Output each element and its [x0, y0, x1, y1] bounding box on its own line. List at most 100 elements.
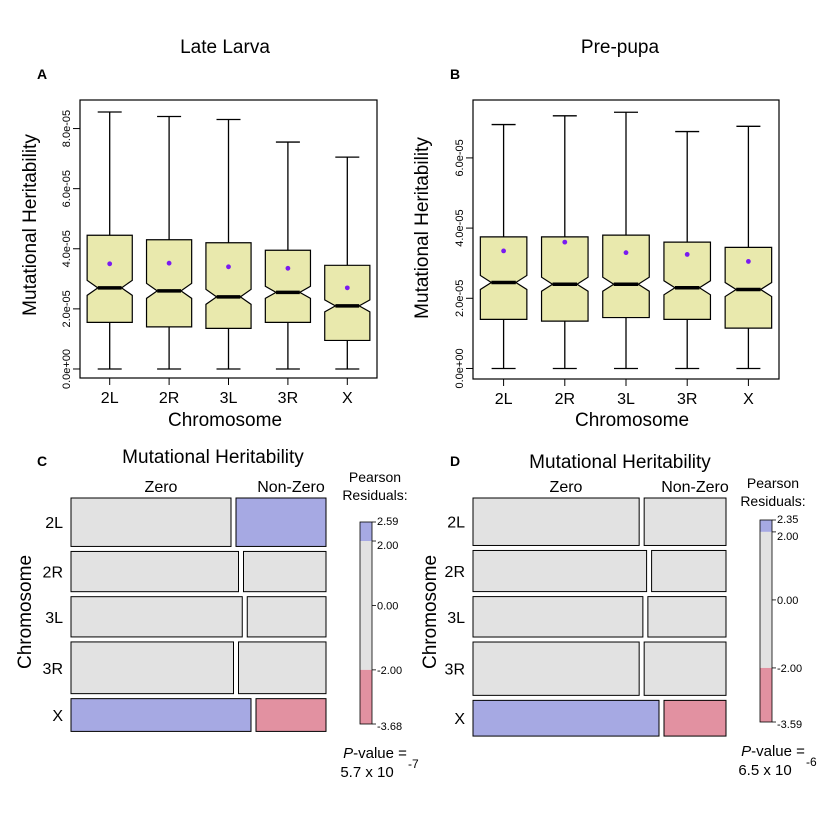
- panel-d-row-label: 3L: [447, 610, 465, 627]
- panel-d-legend-band-neutral: [760, 531, 772, 668]
- panel-a-xtick-label: X: [342, 390, 353, 407]
- panel-b: Pre-pupa B Chromosome Mutational Heritab…: [412, 37, 780, 431]
- panel-b-title: Pre-pupa: [581, 37, 660, 58]
- panel-a-ytick-label: 4.0e-05: [61, 230, 73, 267]
- panel-d-row-label: 3R: [445, 662, 465, 679]
- panel-b-ylabel: Mutational Heritability: [412, 137, 433, 319]
- panel-c-legend-tick-label: 2.59: [377, 516, 398, 528]
- panel-c-row-label: 3L: [45, 610, 63, 627]
- panel-d-legend-title-line1: Pearson: [747, 475, 799, 491]
- panel-b-ytick-label: 2.0e-05: [454, 280, 466, 317]
- panel-a-xtick-label: 3L: [220, 390, 238, 407]
- panel-a-box: [145, 239, 193, 328]
- panel-c-pvalue-line1: P-value =: [343, 745, 407, 762]
- panel-c-legend-tick-label: 2.00: [377, 540, 398, 552]
- panel-d-tile-nonzero: [651, 549, 727, 593]
- panel-a-ylabel: Mutational Heritability: [20, 134, 41, 316]
- panel-c-row-label: 2L: [45, 515, 63, 532]
- panel-a-mean-dot: [344, 285, 350, 291]
- panel-a-xlabel: Chromosome: [168, 410, 282, 431]
- panel-a-ytick-label: 2.0e-05: [61, 290, 73, 327]
- panel-a-xtick-label: 2R: [159, 390, 179, 407]
- panel-c-legend-title-line1: Pearson: [349, 469, 401, 485]
- panel-a-mean-dot: [285, 265, 291, 271]
- panel-c-tile-zero: [70, 641, 234, 695]
- panel-a-xtick-label: 2L: [101, 390, 119, 407]
- panel-d-legend-title-line2: Residuals:: [740, 493, 805, 509]
- panel-d-legend-tick-label: 0.00: [777, 595, 798, 607]
- panel-c-legend-band-neutral: [360, 541, 372, 670]
- panel-b-xtick-label: 3L: [617, 391, 635, 408]
- panel-d-mosaic: Zero Non-Zero 2L 2R 3L 3R X: [445, 479, 729, 737]
- panel-b-xtick-label: X: [743, 391, 754, 408]
- panel-d-legend-tick-label: -3.59: [777, 719, 802, 731]
- panel-d-column-header-zero: Zero: [550, 479, 583, 496]
- panel-d-legend-tick-label: 2.35: [777, 514, 798, 526]
- panel-a: Late Larva A Chromosome Mutational Herit…: [20, 37, 378, 431]
- panel-b-mean-dot: [684, 252, 690, 257]
- panel-b-mean-dot: [501, 248, 506, 254]
- panel-d-legend-band-positive: [760, 520, 772, 532]
- panel-a-box: [324, 264, 371, 342]
- panel-d-row-label: 2R: [445, 564, 465, 581]
- panel-a-box: [86, 234, 133, 323]
- panel-d-pvalue-line1: P-value =: [741, 743, 805, 760]
- panel-c-legend-tick-label: -2.00: [377, 665, 402, 677]
- panel-c-pvalue-exponent: -7: [408, 757, 419, 771]
- panel-b-box: [663, 241, 712, 320]
- panel-c-letter: C: [37, 453, 47, 469]
- panel-c-legend-tick-label: 0.00: [377, 600, 398, 612]
- panel-a-ytick-label: 6.0e-05: [61, 170, 73, 207]
- panel-d-legend-tick-label: -2.00: [777, 663, 802, 675]
- panel-c-legend-band-negative: [360, 669, 372, 724]
- panel-c-legend-frame: [359, 521, 373, 725]
- panel-c-tile-zero: [70, 497, 232, 547]
- panel-c-tile-zero: [70, 698, 252, 732]
- panel-c-row-label: X: [52, 708, 63, 725]
- panel-d-tile-zero: [472, 549, 648, 593]
- panel-a-mean-dot: [107, 261, 113, 267]
- panel-c-pvalue-line2: 5.7 x 10: [340, 764, 393, 781]
- panel-c-tile-nonzero: [246, 596, 327, 638]
- panel-a-mean-dot: [166, 260, 172, 266]
- panel-c-tile-nonzero: [255, 698, 327, 732]
- panel-b-box: [540, 236, 589, 322]
- panel-a-box: [264, 249, 312, 323]
- panel-d-row-label: X: [454, 711, 465, 728]
- panel-c-legend-band-positive: [360, 522, 372, 542]
- panel-a-box: [205, 242, 252, 330]
- panel-b-mean-dot: [746, 259, 751, 264]
- panel-b-box: [479, 236, 528, 320]
- panel-c-column-header-nonzero: Non-Zero: [257, 479, 325, 496]
- panel-c-legend-tick-label: -3.68: [377, 721, 402, 733]
- panel-d-legend-band-negative: [760, 667, 772, 722]
- panel-b-xtick-label: 2R: [555, 391, 575, 408]
- panel-a-title: Late Larva: [180, 37, 270, 58]
- panel-c-row-label: 2R: [43, 565, 63, 582]
- panel-d-legend-frame: [759, 519, 773, 723]
- panel-c-tile-zero: [70, 596, 243, 638]
- panel-c-row-label: 3R: [43, 661, 63, 678]
- panel-d-column-header-nonzero: Non-Zero: [661, 479, 729, 496]
- panel-c-tile-zero: [70, 550, 239, 593]
- panel-d-pvalue-exponent: -6: [806, 755, 817, 769]
- panel-c-tile-nonzero: [243, 550, 327, 593]
- panel-d-tile-zero: [472, 699, 660, 737]
- panel-c-legend-title-line2: Residuals:: [342, 487, 407, 503]
- panel-b-xlabel: Chromosome: [575, 410, 689, 431]
- panel-d-title: Mutational Heritability: [529, 452, 711, 473]
- panel-c-column-header-zero: Zero: [145, 479, 178, 496]
- panel-c: C Mutational Heritability Chromosome Zer…: [15, 447, 419, 781]
- panel-c-title: Mutational Heritability: [122, 447, 304, 468]
- panel-d-tile-zero: [472, 596, 644, 638]
- panel-b-ytick-label: 6.0e-05: [454, 139, 466, 176]
- panel-b-xtick-label: 2L: [495, 391, 513, 408]
- panel-a-ytick-label: 0.0e+00: [61, 349, 73, 389]
- panel-d-tile-nonzero: [643, 497, 727, 546]
- panel-c-tile-nonzero: [235, 497, 327, 547]
- panel-d-row-label: 2L: [447, 515, 465, 532]
- panel-b-ytick-label: 4.0e-05: [454, 209, 466, 246]
